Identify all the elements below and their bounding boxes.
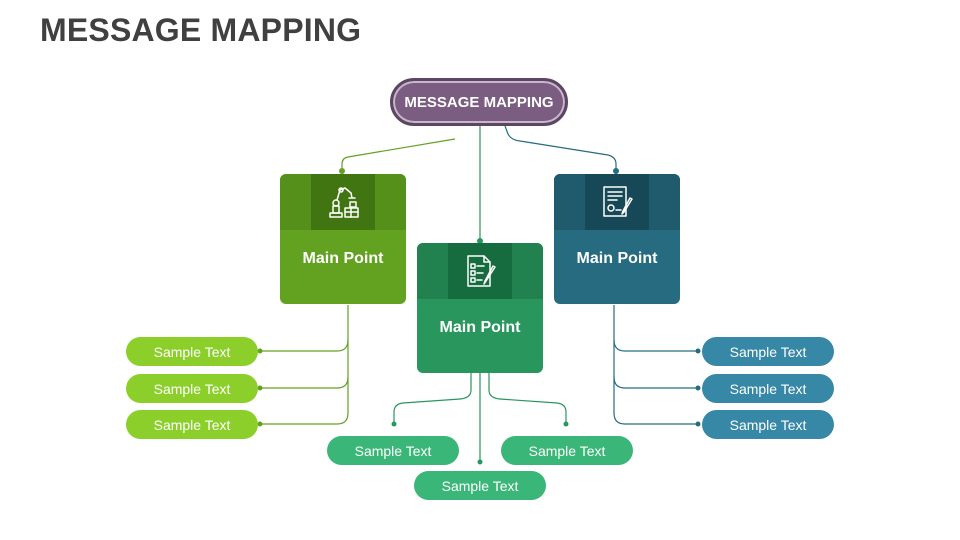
main-point-label: Main Point — [439, 319, 521, 336]
sample-text-pill: Sample Text — [126, 374, 258, 403]
checklist-icon — [448, 243, 512, 299]
sample-text-pill: Sample Text — [501, 436, 633, 465]
page-title: MESSAGE MAPPING — [40, 12, 362, 48]
robot-arm-icon — [311, 174, 375, 230]
sample-text-pill: Sample Text — [126, 337, 258, 366]
sample-text-pill: Sample Text — [414, 471, 546, 500]
root-node: MESSAGE MAPPING — [390, 78, 568, 126]
sample-text-pill: Sample Text — [702, 337, 834, 366]
contract-icon — [585, 174, 649, 230]
main-point-card-left: Main Point — [280, 174, 406, 304]
sample-text-pill: Sample Text — [126, 410, 258, 439]
main-point-label: Main Point — [576, 250, 658, 267]
sample-text-pill: Sample Text — [327, 436, 459, 465]
main-point-label: Main Point — [302, 250, 384, 267]
sample-text-pill: Sample Text — [702, 374, 834, 403]
main-point-card-right: Main Point — [554, 174, 680, 304]
main-point-card-center: Main Point — [417, 243, 543, 373]
sample-text-pill: Sample Text — [702, 410, 834, 439]
